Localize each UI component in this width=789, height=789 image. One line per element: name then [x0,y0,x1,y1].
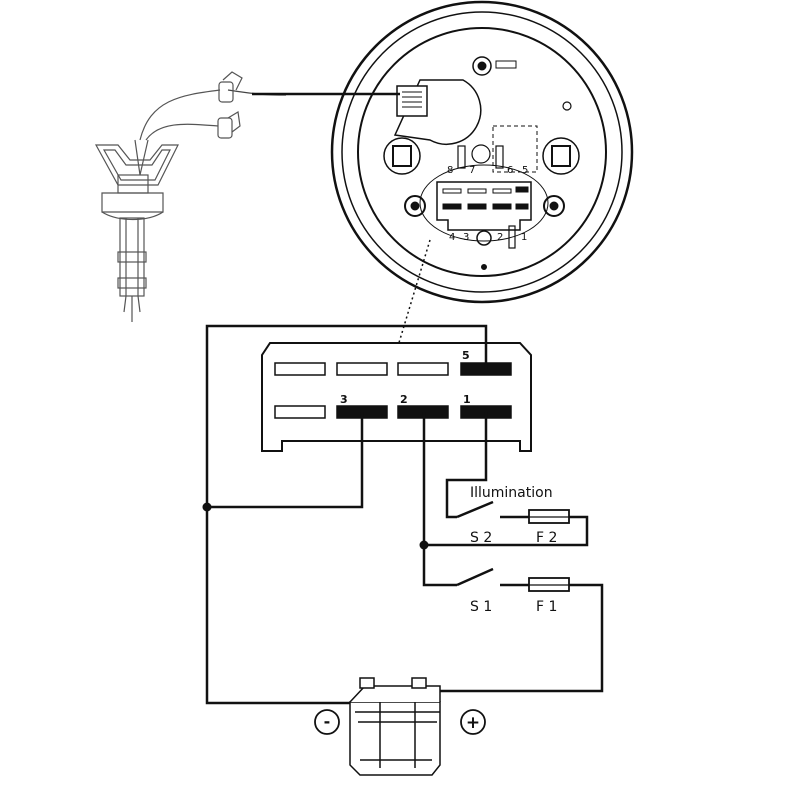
minus-symbol-circle [314,709,340,735]
enlarged-connector [261,342,532,452]
wire-f1-battery-plus [440,583,604,693]
mount-screw-right [543,195,565,217]
sender-socket-jack [396,85,428,117]
bottom-dot [481,264,487,270]
gauge-outer-ring [330,0,634,304]
sender-plug-1 [218,81,234,103]
sender-plug-2 [217,117,233,139]
terminal-label-2: 2 [497,232,503,243]
top-mount-stud [472,56,492,76]
wire-pin-3 [207,412,364,509]
wire-supply-f2 [424,515,589,547]
battery-minus-label: - [324,712,331,731]
f2-label: F 2 [536,530,557,546]
lamp-socket-left [383,137,421,175]
junction-ground [202,502,212,512]
sender-tube [119,217,145,297]
connector-slot-top-1 [274,362,326,376]
terminal-label-7: 7 [469,165,475,176]
battery-terminal-positive [411,677,427,689]
pin-label-2: 2 [400,393,408,406]
lamp-socket-left-body [392,145,412,167]
f1-label: F 1 [536,599,557,615]
small-screw-right [562,101,572,111]
terminal-tab-1 [508,225,516,249]
terminal-label-3: 3 [463,232,469,243]
zoom-leader-line [397,239,431,347]
gauge-terminal-labels: 8 7 6 5 4 3 2 1 [447,165,528,243]
top-terminal-block [495,60,517,69]
battery-case [349,701,441,776]
switch-s1-blade [456,567,494,587]
connector-highlight-ellipse [419,164,549,242]
gauge-rear-view [330,0,634,304]
center-stud [476,230,492,246]
s2-label: S 2 [470,530,492,546]
connector-slot-bottom-4 [274,405,326,419]
gauge-bezel [341,11,623,293]
pin-label-5: 5 [462,349,470,362]
connector-slot-top-3 [397,362,449,376]
top-mount-center [477,61,487,71]
battery-terminal-negative [359,677,375,689]
terminal-label-5: 5 [522,165,528,176]
lamp-socket-right-body [551,145,571,167]
switch-s2-blade [456,500,494,519]
pin-label-3: 3 [340,393,348,406]
wire-pin-2 [422,412,457,587]
sender-socket-housing [393,79,482,145]
mount-screw-left [404,195,426,217]
terminal-label-6: 6 [507,165,513,176]
terminal-tab-6 [495,145,504,169]
sender-flange [101,192,164,213]
connector-slot-top-2 [336,362,388,376]
terminal-label-1: 1 [521,232,527,243]
ground-wire-pin-5 [205,324,488,705]
wire-pin-1-illumination [445,412,488,519]
battery-plus-label: + [466,713,480,733]
internal-module-outline [492,125,538,173]
sender-handle [94,144,179,186]
terminal-tab-8 [457,145,466,169]
internal-pivot [471,144,491,164]
s1-label: S 1 [470,599,492,615]
connector-housing [261,342,532,452]
battery [349,677,441,776]
terminal-label-4: 4 [449,232,455,243]
wiring [202,324,604,705]
illumination-label: Illumination [470,485,553,501]
sender-unit-drawing [94,71,287,322]
gauge-connector-body [436,181,532,231]
battery-top [349,685,441,703]
gauge-housing [357,27,607,277]
lamp-socket-right [542,137,580,175]
sender-hex-nut [117,174,149,194]
terminal-label-8: 8 [447,165,453,176]
battery-polarity: - + [314,709,486,735]
plus-symbol-circle [460,709,486,735]
pin-label-1: 1 [463,393,471,406]
